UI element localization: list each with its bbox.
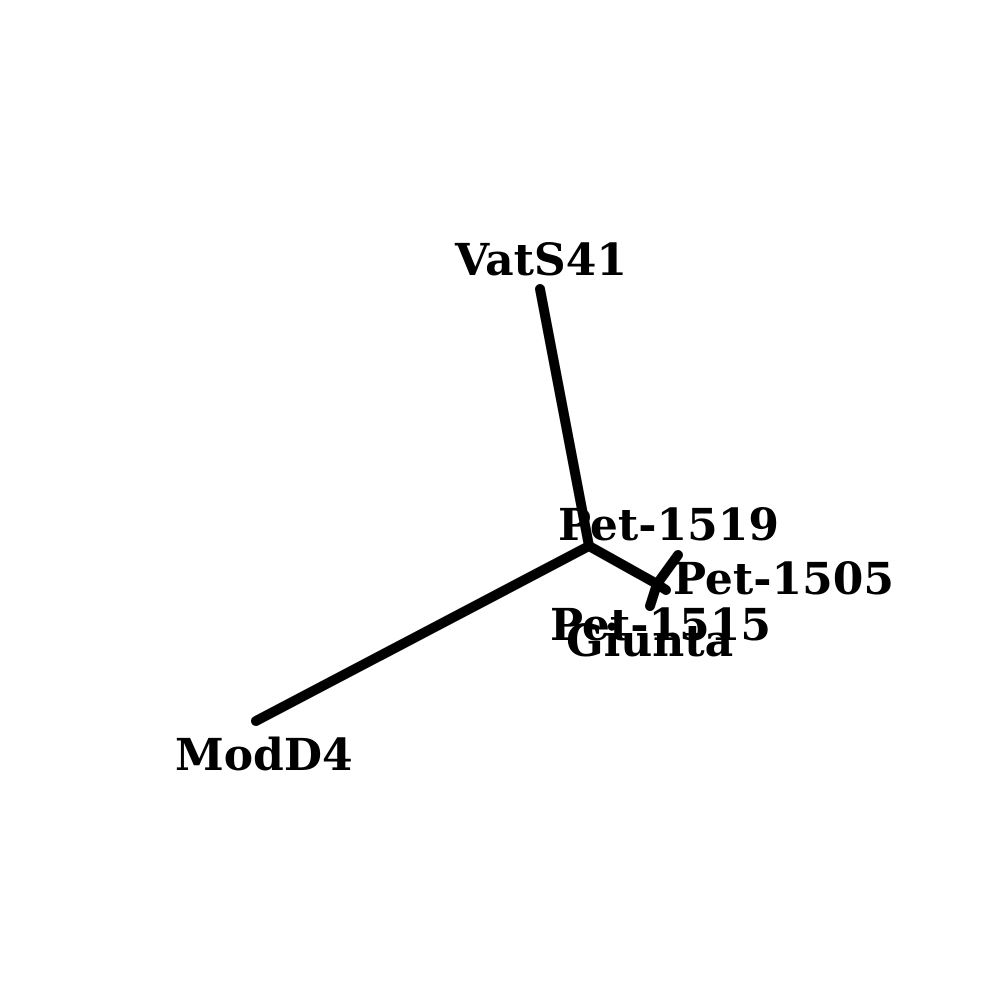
tip-label-pet1515: Pet-1515 <box>550 600 771 651</box>
tip-label-modd4: ModD4 <box>175 730 353 781</box>
branches <box>251 284 683 726</box>
tip-label-pet1505: Pet-1505 <box>673 554 894 605</box>
branch-internal <box>584 541 662 589</box>
tip-label-giunta: Giunta <box>566 616 733 667</box>
branch-vats41 <box>535 284 594 551</box>
branch-pet1515 <box>652 579 671 595</box>
branch-modd4 <box>251 541 594 726</box>
tip-labels: VatS41 Pet-1519 Pet-1505 Pet-1515 Giunta… <box>175 235 894 781</box>
branch-pet1505 <box>652 550 683 589</box>
tip-label-pet1519: Pet-1519 <box>558 500 779 551</box>
tip-label-vats41: VatS41 <box>454 235 627 286</box>
